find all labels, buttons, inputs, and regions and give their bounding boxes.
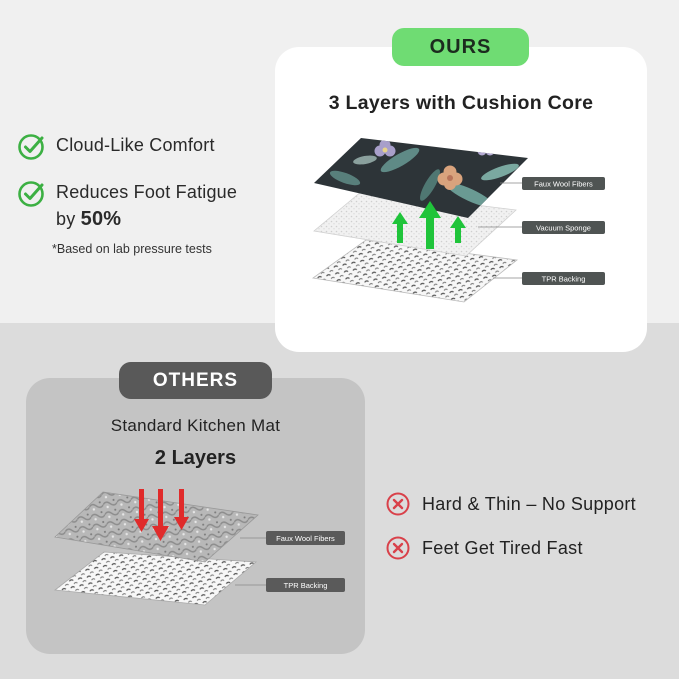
benefit-label: Cloud-Like Comfort [56,135,215,155]
down-arrow-icon [134,489,149,532]
up-arrow-icon [419,201,441,249]
benefit-percentage: 50% [80,208,122,230]
con-tired-feet: Feet Get Tired Fast [386,536,583,560]
others-subtitle: Standard Kitchen Mat [110,416,281,435]
ours-badge: OURS [392,28,529,66]
con-label: Hard & Thin – No Support [422,493,636,514]
down-arrow-icon [152,489,169,541]
tag-label: TPR Backing [542,275,586,284]
x-circle-icon [386,492,410,516]
others-tag-tpr-backing: TPR Backing [266,578,345,592]
down-arrow-icon [174,489,189,530]
con-hard-thin: Hard & Thin – No Support [386,492,636,516]
ours-tag-tpr-backing: TPR Backing [522,272,605,285]
benefit-label: Reduces Foot Fatigue [56,182,238,202]
check-circle-icon [18,134,44,160]
check-circle-icon [18,181,44,207]
others-tpr-backing-layer [53,551,258,606]
x-circle-icon [386,536,410,560]
footnote: *Based on lab pressure tests [52,242,212,256]
benefit-cloud-comfort: Cloud-Like Comfort [17,132,215,162]
benefit-line2: by 50% [56,206,237,233]
ours-tpr-backing-layer [311,239,518,303]
others-badge: OTHERS [119,362,272,399]
tag-label: Faux Wool Fibers [276,534,335,543]
others-title: 2 Layers [154,447,237,469]
ours-tag-faux-wool: Faux Wool Fibers [522,177,605,190]
benefit-prefix: by [56,209,76,229]
ours-tag-vacuum-sponge: Vacuum Sponge [522,221,605,234]
up-arrow-icon [392,212,408,243]
ours-faux-wool-layer [314,138,528,218]
benefit-foot-fatigue: Reduces Foot Fatigue by 50% [17,179,237,233]
tag-label: Vacuum Sponge [536,224,591,233]
ours-title: 3 Layers with Cushion Core [328,92,594,114]
tag-label: Faux Wool Fibers [534,180,593,189]
tag-label: TPR Backing [284,581,328,590]
benefit-text-block: Reduces Foot Fatigue by 50% [56,179,237,233]
up-arrow-icon [450,216,466,243]
others-tag-faux-wool: Faux Wool Fibers [266,531,345,545]
con-label: Feet Get Tired Fast [422,537,583,558]
